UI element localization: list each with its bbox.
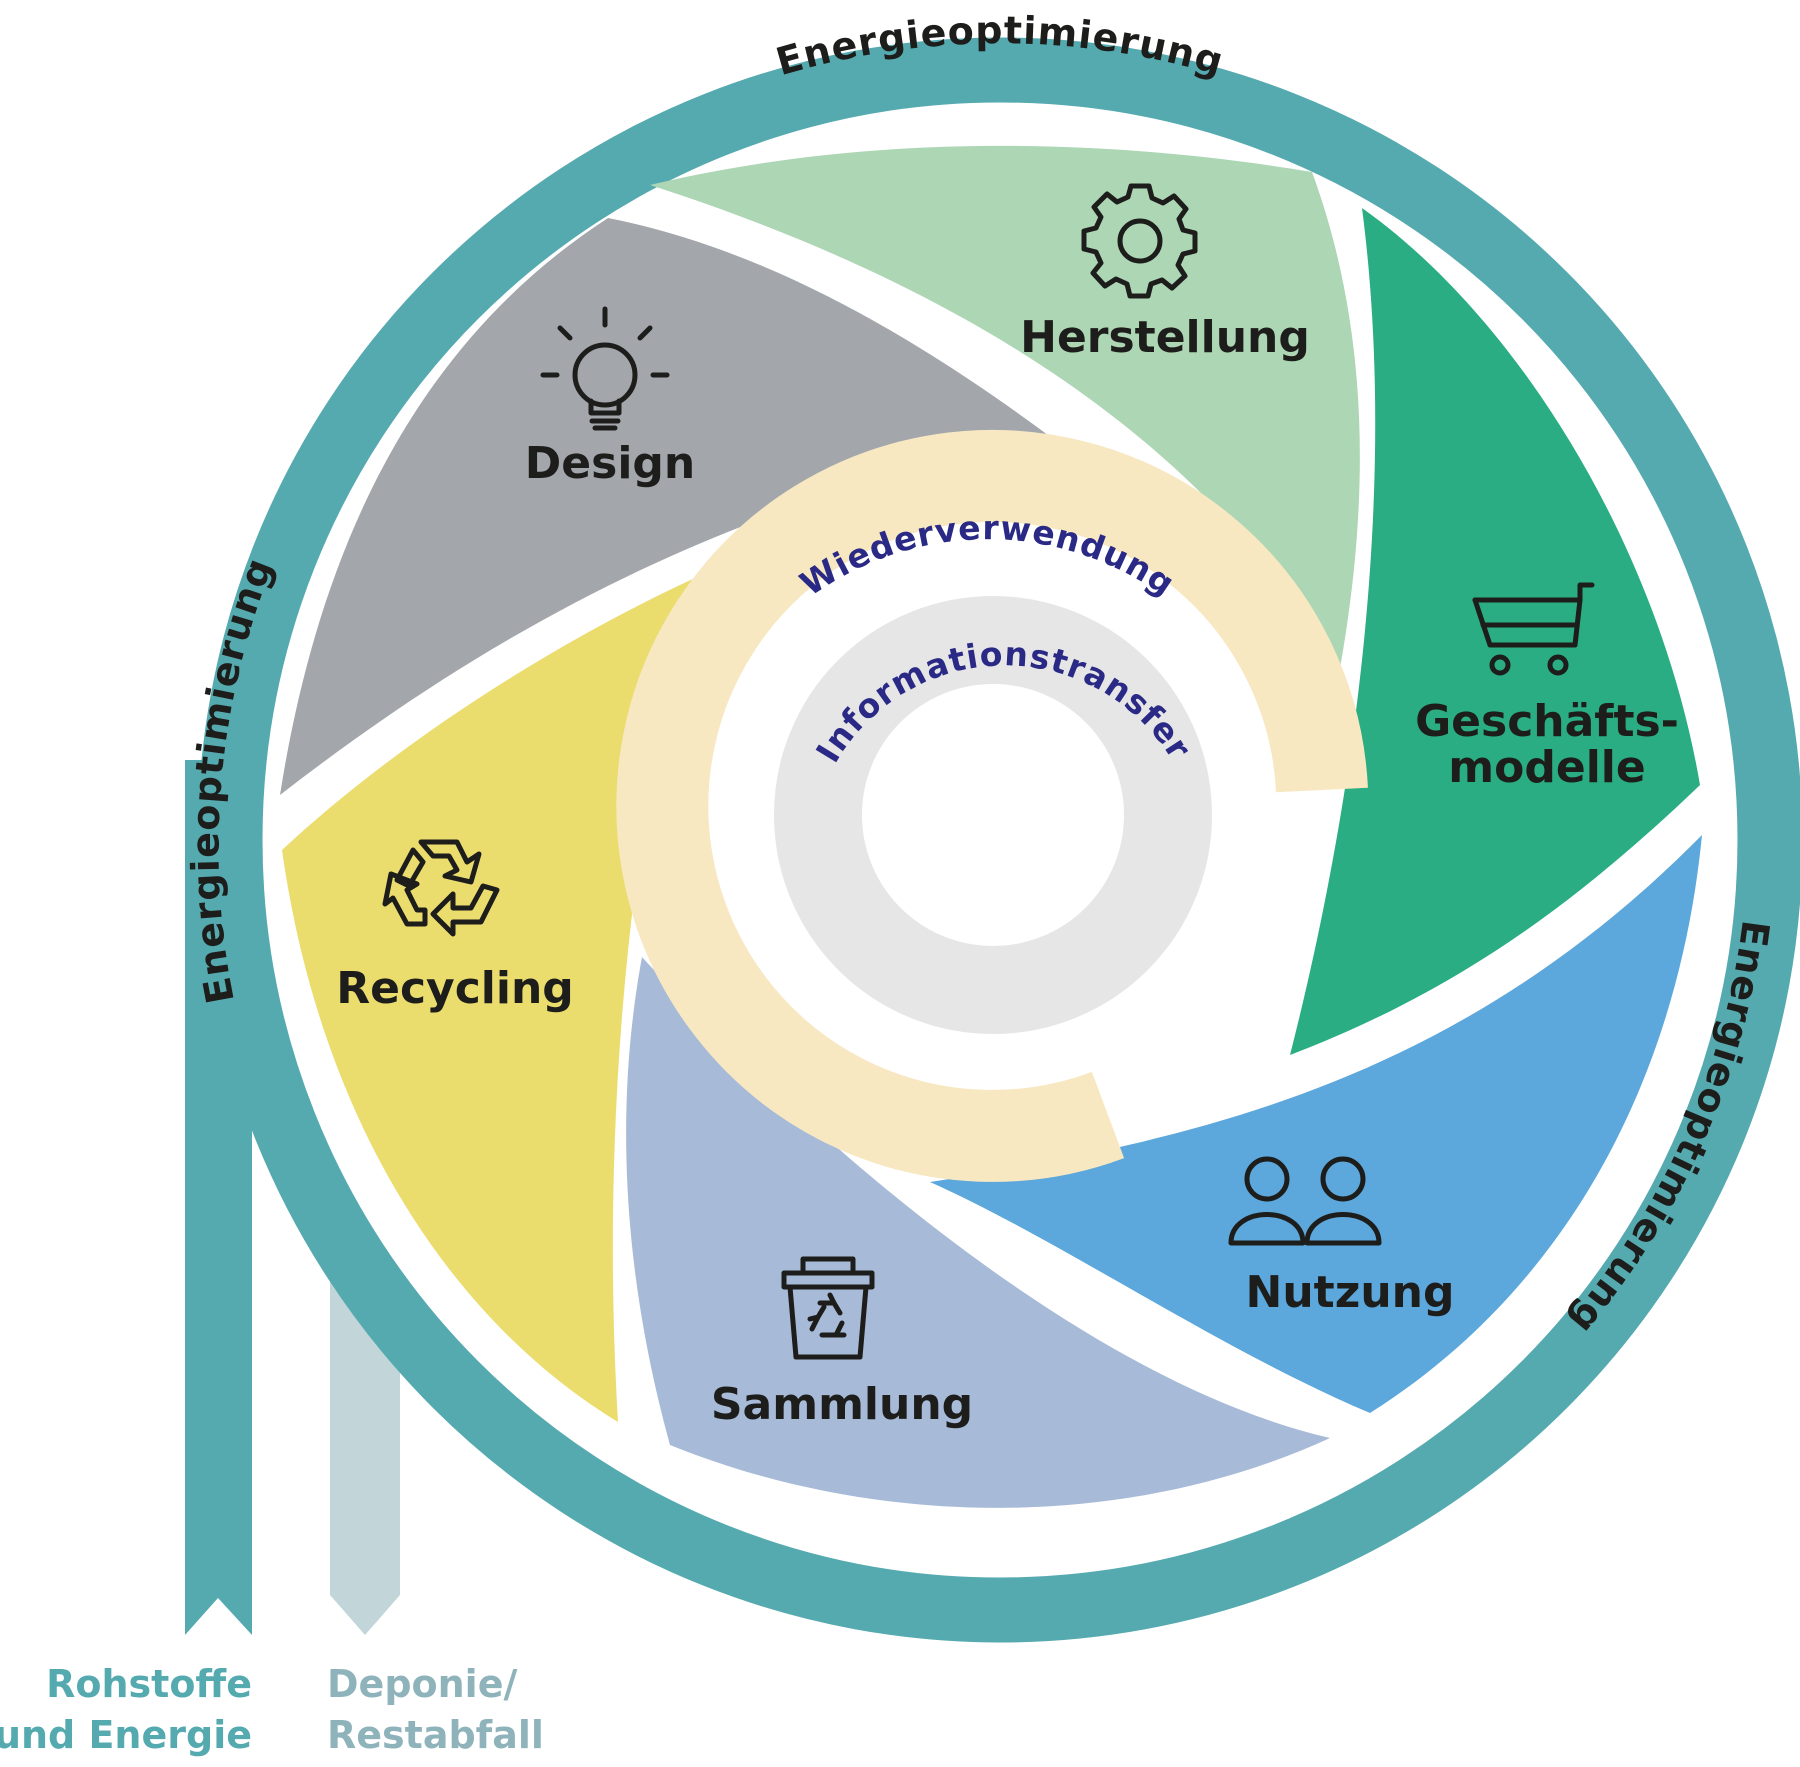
- recycling-bin-icon: [781, 1256, 875, 1360]
- gear-icon: [1081, 183, 1198, 299]
- segment-sammlung: [626, 957, 1330, 1508]
- segment-nutzung: [930, 835, 1702, 1413]
- raw-materials-label-1: Rohstoffe: [46, 1662, 252, 1706]
- segment-label-nutzung: Nutzung: [1246, 1267, 1455, 1318]
- segment-label-geschaeftsmodelle-1: Geschäfts-: [1415, 696, 1679, 747]
- segment-design: [280, 218, 1052, 795]
- raw-materials-arrow: [185, 760, 252, 1635]
- landfill-label-2: Restabfall: [327, 1713, 544, 1757]
- reuse-ring: [616, 429, 1368, 1182]
- info-ring: [774, 596, 1212, 1034]
- segment-label-design: Design: [525, 438, 695, 489]
- segment-geschaeftsmodelle: [1290, 208, 1700, 1055]
- segment-label-sammlung: Sammlung: [711, 1379, 973, 1430]
- users-icon: [1228, 1156, 1382, 1246]
- segment-recycling: [282, 578, 695, 1422]
- segment-label-geschaeftsmodelle-2: modelle: [1448, 742, 1645, 793]
- shopping-cart-icon: [1472, 582, 1595, 676]
- lightbulb-icon: [540, 306, 670, 431]
- segment-label-herstellung: Herstellung: [1020, 312, 1310, 363]
- landfill-arrow: [330, 1280, 400, 1635]
- landfill-label-1: Deponie/: [327, 1662, 517, 1706]
- segment-label-recycling: Recycling: [336, 963, 574, 1014]
- recycle-icon: [382, 839, 500, 937]
- raw-materials-label-2: und Energie: [0, 1713, 252, 1757]
